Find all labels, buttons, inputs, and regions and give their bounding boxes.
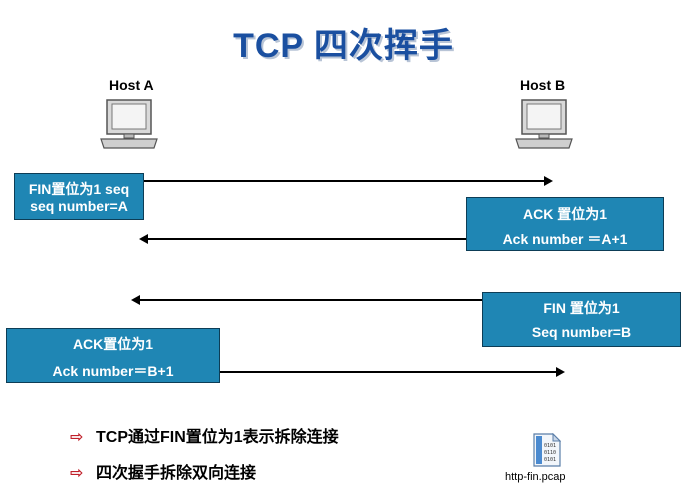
bullet-text: 四次握手拆除双向连接: [96, 465, 257, 482]
arrow-b-to-a: [131, 295, 482, 305]
computer-icon: [100, 99, 158, 149]
bullet-text: TCP通过FIN置位为1表示拆除连接: [96, 429, 339, 446]
arrow-a-to-b: [220, 367, 565, 377]
message-line: Ack number＝B+1: [52, 363, 174, 379]
message-line: Ack number ＝A+1: [502, 231, 628, 247]
arrow-a-to-b: [144, 176, 553, 186]
file-label[interactable]: http-fin.pcap: [505, 471, 566, 483]
message-line: FIN置位为1 seq: [28, 181, 130, 197]
message-line: seq number=A: [30, 198, 128, 214]
fin-message-box-a: FIN置位为1 seq seq number=A: [14, 173, 144, 220]
arrow-bullet-icon: ⇨: [70, 429, 84, 446]
message-line: ACK置位为1: [72, 336, 154, 352]
page-title: TCP 四次挥手: [233, 27, 454, 65]
fin-message-box-b: FIN 置位为1 Seq number=B: [482, 292, 681, 347]
bullet-item: ⇨ TCP通过FIN置位为1表示拆除连接: [70, 423, 339, 447]
computer-icon: [515, 99, 573, 149]
ack-message-box-a: ACK置位为1 Ack number＝B+1: [6, 328, 220, 383]
svg-text:0101: 0101: [544, 457, 556, 463]
message-line: Seq number=B: [531, 324, 632, 340]
svg-text:0101: 0101: [544, 443, 556, 449]
svg-text:0110: 0110: [544, 450, 556, 456]
ack-message-box-b: ACK 置位为1 Ack number ＝A+1: [466, 197, 664, 251]
host-b-label: Host B: [520, 77, 566, 93]
host-a-label: Host A: [109, 77, 154, 93]
arrow-b-to-a: [139, 234, 466, 244]
message-line: FIN 置位为1: [543, 300, 620, 316]
message-line: ACK 置位为1: [522, 206, 607, 222]
arrow-bullet-icon: ⇨: [70, 465, 84, 482]
bullet-item: ⇨ 四次握手拆除双向连接: [70, 459, 256, 483]
binary-file-icon[interactable]: 0101 0110 0101: [533, 433, 561, 467]
